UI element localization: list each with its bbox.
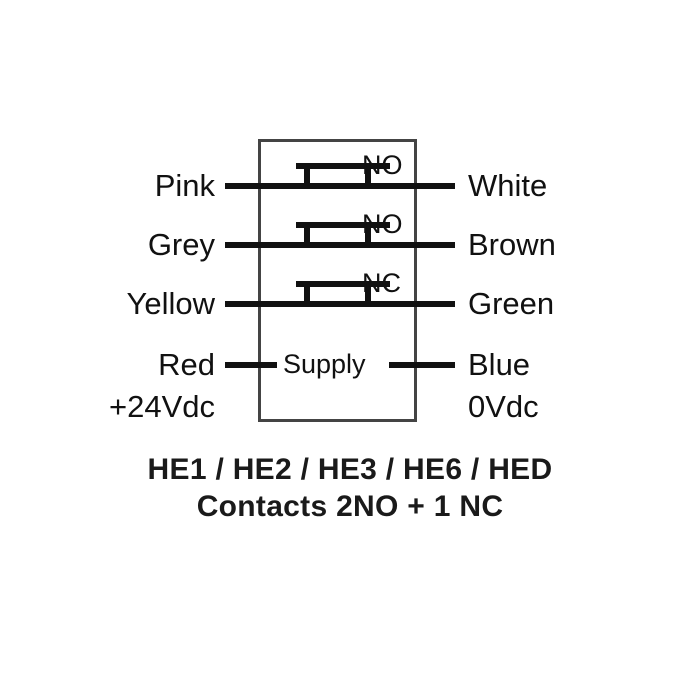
terminal-label-right-1: White [468,168,548,203]
terminal-label-left-2: Grey [147,227,215,262]
terminal-label-left-1: Pink [154,168,215,203]
caption-line-contacts: Contacts 2NO + 1 NC [196,489,504,523]
supply-body-label: Supply [283,349,366,379]
contact-row-2 [225,222,455,248]
terminal-label-left-supply: Red [158,347,215,382]
terminal-sublabel-right-supply: 0Vdc [468,389,539,424]
diagram-caption: HE1 / HE2 / HE3 / HE6 / HED Contacts 2NO… [0,452,700,525]
contact-tag-2: NO [362,209,403,239]
terminal-label-right-3: Green [468,286,555,321]
terminal-label-left-3: Yellow [126,286,215,321]
terminal-label-right-2: Brown [468,227,556,262]
terminal-sublabel-left-supply: +24Vdc [108,389,215,424]
device-body-outline [258,139,417,422]
contact-row-1 [225,163,455,189]
contact-tag-1: NO [362,150,403,180]
terminal-label-right-supply: Blue [468,347,531,382]
contact-tag-3: NC [362,268,401,298]
caption-line-models: HE1 / HE2 / HE3 / HE6 / HED [147,453,553,486]
contact-row-3 [225,281,455,307]
